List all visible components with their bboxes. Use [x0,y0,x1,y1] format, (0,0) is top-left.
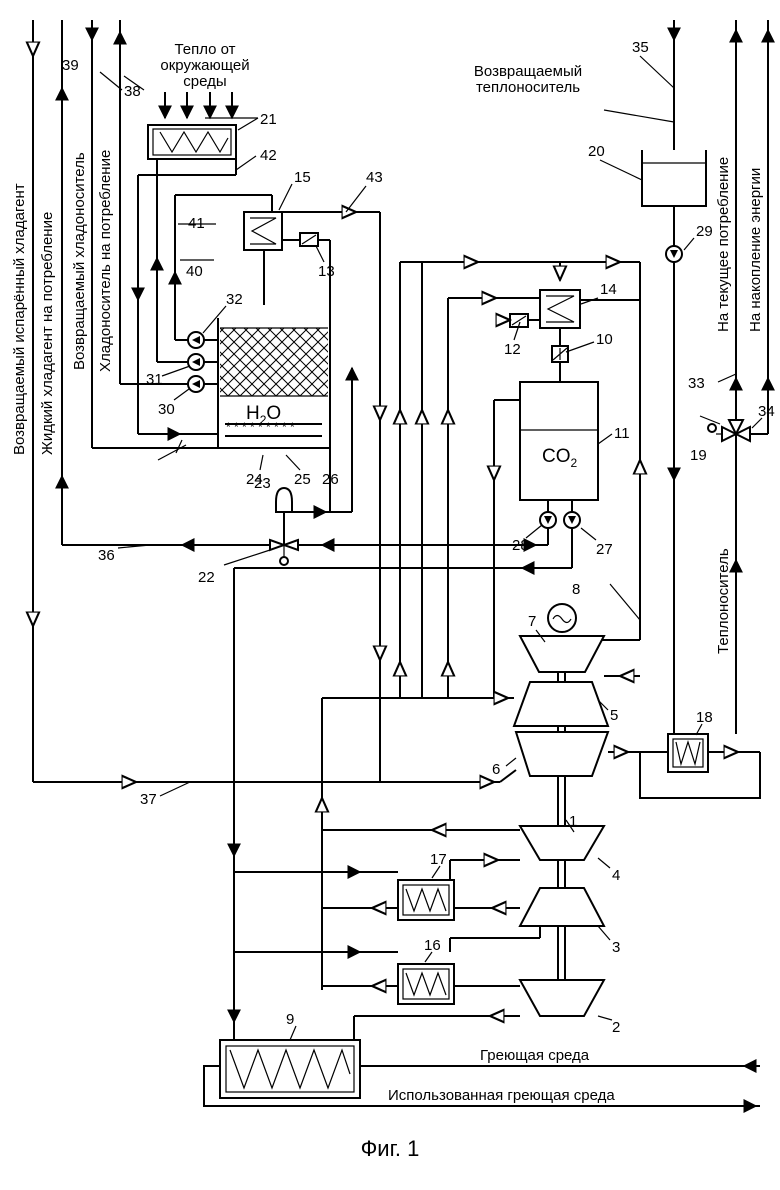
tank-20 [642,150,706,206]
label-current-consumption: На текущее потребление [715,157,732,332]
svg-text:24: 24 [246,471,263,488]
svg-text:9: 9 [286,1011,294,1028]
pump-29 [666,246,682,262]
svg-text:37: 37 [140,791,157,808]
co2-tank-11: CO2 [520,382,598,500]
svg-text:13: 13 [318,263,335,280]
pump-31 [188,354,204,370]
label-returned-evaporated-refrigerant: Возвращаемый испарённый хладагент [11,183,28,455]
svg-text:среды: среды [183,73,226,90]
svg-text:7: 7 [528,613,536,630]
compressor-2 [520,980,604,1016]
check-valve-10 [552,346,568,362]
svg-text:15: 15 [294,169,311,186]
svg-text:19: 19 [690,447,707,464]
svg-text:10: 10 [596,331,613,348]
svg-text:36: 36 [98,547,115,564]
heat-exchanger-15 [244,212,282,250]
svg-text:21: 21 [260,111,277,128]
svg-text:35: 35 [632,39,649,56]
svg-text:6: 6 [492,761,500,778]
label-heating-medium: Греющая среда [480,1047,590,1064]
svg-text:29: 29 [696,223,713,240]
svg-text:2: 2 [612,1019,620,1036]
svg-text:38: 38 [124,83,141,100]
heat-exchanger-9 [220,1040,360,1098]
pump-32 [188,332,204,348]
svg-text:40: 40 [186,263,203,280]
svg-text:4: 4 [612,867,620,884]
svg-text:5: 5 [610,707,618,724]
svg-text:42: 42 [260,147,277,164]
separator-23 [276,488,292,545]
svg-text:16: 16 [424,937,441,954]
bus-lines [322,212,640,990]
svg-text:25: 25 [294,471,311,488]
left-pipes [33,20,500,782]
label-energy-storage: На накопление энергии [747,168,764,332]
compressor-3 [520,888,604,926]
label-returned-coolant: Возвращаемый теплоноситель [474,63,582,96]
svg-text:32: 32 [226,291,243,308]
pump-28 [540,512,556,528]
svg-text:39: 39 [62,57,79,74]
svg-text:Тепло от: Тепло от [174,41,235,58]
label-coolant: Теплоноситель [715,548,732,654]
svg-text:20: 20 [588,143,605,160]
intercooler-16 [398,964,454,1004]
svg-text:11: 11 [614,425,630,442]
label-used-heating-medium: Использованная греющая среда [388,1087,615,1104]
pump-27 [564,512,580,528]
pump-30 [188,376,204,392]
heat-input-arrows [165,92,232,118]
svg-text:17: 17 [430,851,447,868]
svg-text:1: 1 [569,813,577,830]
label-heat-from-env: Тепло от окружающей среды [160,41,249,90]
svg-text:8: 8 [572,581,580,598]
svg-text:26: 26 [322,471,339,488]
svg-text:41: 41 [188,215,205,232]
label-cold-carrier-consumption: Хладоноситель на потребление [97,150,114,372]
svg-text:27: 27 [596,541,613,558]
svg-text:33: 33 [688,375,705,392]
svg-text:18: 18 [696,709,713,726]
heat-exchanger-14 [540,290,580,328]
turbine-5 [514,682,608,726]
turbine-7 [520,636,604,672]
svg-text:12: 12 [504,341,521,358]
svg-text:34: 34 [758,403,775,420]
valve-19 [708,420,750,441]
generator-8 [548,604,576,632]
svg-text:* * * * * * * * *: * * * * * * * * * [226,420,295,434]
label-returned-cold-carrier: Возвращаемый хладоноситель [71,152,88,370]
svg-text:Возвращаемый: Возвращаемый [474,63,582,80]
storage-tank-24: H2O * * * * * * * * * [218,318,330,448]
svg-text:22: 22 [198,569,215,586]
svg-text:31: 31 [146,371,163,388]
turbine-6 [516,732,668,776]
svg-text:30: 30 [158,401,175,418]
svg-text:теплоноситель: теплоноситель [476,79,580,96]
label-liquid-refrigerant: Жидкий хладагент на потребление [39,212,56,455]
valve-13 [300,233,318,246]
heat-exchanger-18 [668,734,708,772]
figure-caption: Фиг. 1 [361,1136,420,1161]
heat-exchanger-21 [148,125,236,159]
intercooler-17 [398,880,454,920]
svg-text:3: 3 [612,939,620,956]
svg-text:14: 14 [600,281,617,298]
svg-text:окружающей: окружающей [160,57,249,74]
svg-text:43: 43 [366,169,383,186]
svg-text:28: 28 [512,537,529,554]
compressor-4 [520,826,604,860]
